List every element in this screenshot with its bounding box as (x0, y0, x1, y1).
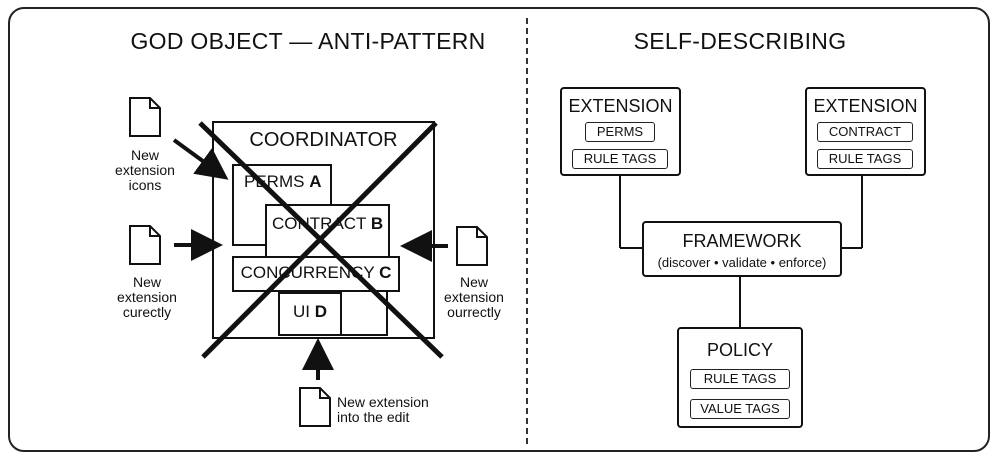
framework-box (642, 221, 842, 277)
contract-label: CONTRACT B (272, 214, 384, 233)
document-icon (129, 225, 161, 265)
coordinator-label: COORDINATOR (249, 129, 398, 151)
extension-right-contract: CONTRACT (817, 122, 913, 142)
document-icon (456, 226, 488, 266)
policy-title: POLICY (706, 340, 774, 360)
section-divider (526, 18, 528, 444)
framework-subtitle: (discover • validate • enforce) (657, 255, 827, 270)
left-title: GOD OBJECT — ANTI-PATTERN (130, 28, 486, 54)
perms-label: PERMS A (244, 172, 322, 191)
extension-left-rule-tags: RULE TAGS (572, 149, 668, 169)
ui-label: UI D (292, 302, 327, 321)
extension-right-rule-tags: RULE TAGS (817, 149, 913, 169)
document-icon (129, 97, 161, 137)
right-title: SELF-DESCRIBING (633, 28, 847, 54)
extension-right-title: EXTENSION (813, 96, 918, 116)
document-icon (299, 387, 331, 427)
concurrency-label: CONCURRENCY C (240, 263, 392, 282)
extension-left-title: EXTENSION (568, 96, 673, 116)
framework-title: FRAMEWORK (682, 231, 802, 251)
policy-rule-tags: RULE TAGS (690, 369, 790, 389)
diagram-frame (8, 7, 990, 452)
policy-value-tags: VALUE TAGS (690, 399, 790, 419)
extension-left-perms: PERMS (585, 122, 655, 142)
